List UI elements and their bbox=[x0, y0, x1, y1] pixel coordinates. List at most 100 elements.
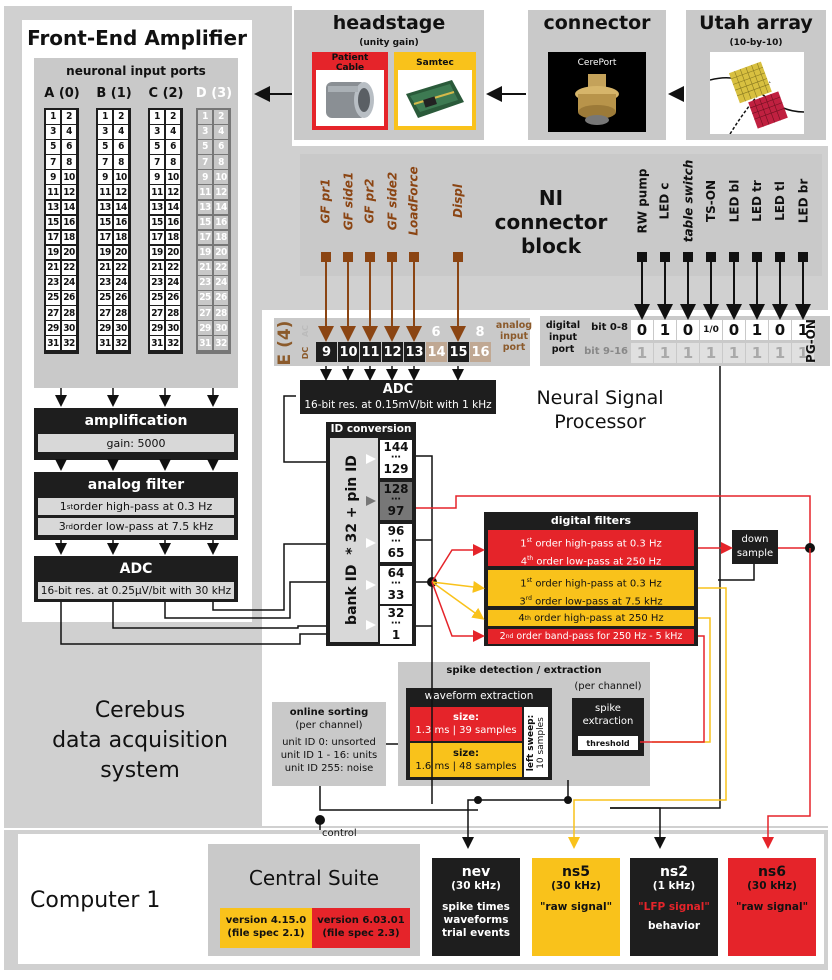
channel-cell: 4 bbox=[114, 125, 128, 139]
channel-cell: 31 bbox=[198, 336, 212, 350]
channel-cell: 13 bbox=[98, 200, 112, 215]
channel-cell: 17 bbox=[198, 230, 212, 245]
channel-cell: 16 bbox=[214, 215, 228, 230]
channel-cell: 29 bbox=[150, 321, 164, 335]
channel-cell: 22 bbox=[214, 260, 228, 275]
channel-cell: 8 bbox=[62, 155, 76, 169]
id-range-bottom: 65 bbox=[387, 546, 405, 560]
channel-cell: 29 bbox=[98, 321, 112, 335]
channel-cell: 30 bbox=[214, 321, 228, 335]
channel-cell: 10 bbox=[62, 170, 76, 184]
channel-cell: 21 bbox=[98, 260, 112, 275]
waveform-extraction-title: waveform extraction bbox=[424, 690, 534, 702]
output-rate: (30 kHz) bbox=[551, 880, 601, 892]
id-range-top: 64 bbox=[387, 566, 405, 580]
analog-filter-title: analog filter bbox=[87, 477, 185, 493]
channel-cell: 32 bbox=[62, 336, 76, 350]
channel-cell: 9 bbox=[150, 170, 164, 184]
channel-cell: 14 bbox=[114, 200, 128, 215]
digital-bit-row1: 0 bbox=[631, 320, 653, 340]
headstage-title: headstage bbox=[332, 12, 446, 34]
channel-cell: 7 bbox=[98, 155, 112, 169]
id-range-box: 96⋯65 bbox=[380, 524, 412, 562]
channel-cell: 26 bbox=[166, 291, 180, 305]
output-name: ns5 bbox=[561, 864, 591, 880]
ni-digital-label-4: LED bl bbox=[727, 179, 741, 223]
digital-row1-label: bit 0-8 bbox=[591, 322, 628, 333]
channel-cell: 6 bbox=[166, 140, 180, 154]
channel-cell: 9 bbox=[198, 170, 212, 184]
channel-cell: 1 bbox=[150, 110, 164, 124]
digital-bit-row1: 1/0 bbox=[700, 320, 722, 340]
channel-cell: 11 bbox=[198, 185, 212, 200]
channel-cell: 9 bbox=[98, 170, 112, 184]
fea-title: Front-End Amplifier bbox=[27, 26, 247, 50]
analog-port-dc: DC bbox=[300, 346, 310, 360]
nsp-title: Neural Signal Processor bbox=[536, 387, 664, 433]
id-range-bottom: 97 bbox=[387, 504, 405, 518]
ni-digital-label-1: LED c bbox=[658, 182, 673, 220]
channel-cell: 24 bbox=[214, 276, 228, 290]
output-desc: trial events bbox=[442, 927, 510, 939]
id-range-dots: ⋯ bbox=[391, 578, 401, 589]
id-conversion-title: ID conversion bbox=[330, 423, 412, 435]
channel-cell: 17 bbox=[46, 230, 60, 245]
gain-label: gain: 5000 bbox=[38, 434, 234, 452]
channel-cell: 18 bbox=[62, 230, 76, 245]
analog-cell: 13 bbox=[404, 342, 425, 362]
left-sweep-box bbox=[524, 707, 548, 777]
channel-cell: 6 bbox=[114, 140, 128, 154]
digital-bit-row2: 1 bbox=[700, 343, 722, 363]
utah-array-title: Utah array bbox=[699, 12, 813, 34]
digital-filters-title: digital filters bbox=[550, 514, 632, 527]
channel-cell: 30 bbox=[114, 321, 128, 335]
id-range-top: 128 bbox=[383, 482, 409, 496]
channel-cell: 12 bbox=[114, 185, 128, 200]
id-range-bottom: 129 bbox=[383, 462, 409, 476]
analog-cell: 12 bbox=[382, 342, 403, 362]
channel-cell: 1 bbox=[46, 110, 60, 124]
channel-cell: 13 bbox=[198, 200, 212, 215]
channel-cell: 28 bbox=[62, 306, 76, 320]
patient-cable-image bbox=[326, 82, 374, 118]
channel-cell: 12 bbox=[62, 185, 76, 200]
online-sorting-box bbox=[272, 702, 386, 786]
channel-cell: 10 bbox=[114, 170, 128, 184]
id-range-arrow bbox=[366, 580, 376, 590]
channel-cell: 14 bbox=[62, 200, 76, 215]
samtec-label: Samtec bbox=[398, 56, 472, 70]
id-range-dots: ⋯ bbox=[391, 618, 401, 629]
cereport-image bbox=[575, 74, 619, 125]
analog-cell-top-8: 8 bbox=[475, 324, 485, 340]
central-version-1: version 4.15.0 (file spec 2.1) bbox=[220, 908, 312, 948]
id-range-box: 128⋯97 bbox=[380, 482, 412, 520]
nsp-adc-desc: 16-bit res. at 0.15mV/bit with 1 kHz bbox=[304, 399, 492, 411]
channel-cell: 16 bbox=[114, 215, 128, 230]
output-rate: (30 kHz) bbox=[747, 880, 797, 892]
analog-cell: 10 bbox=[338, 342, 359, 362]
ni-digital-label-5: LED tr bbox=[750, 180, 765, 222]
ni-analog-label-0: GF pr1 bbox=[319, 178, 333, 224]
